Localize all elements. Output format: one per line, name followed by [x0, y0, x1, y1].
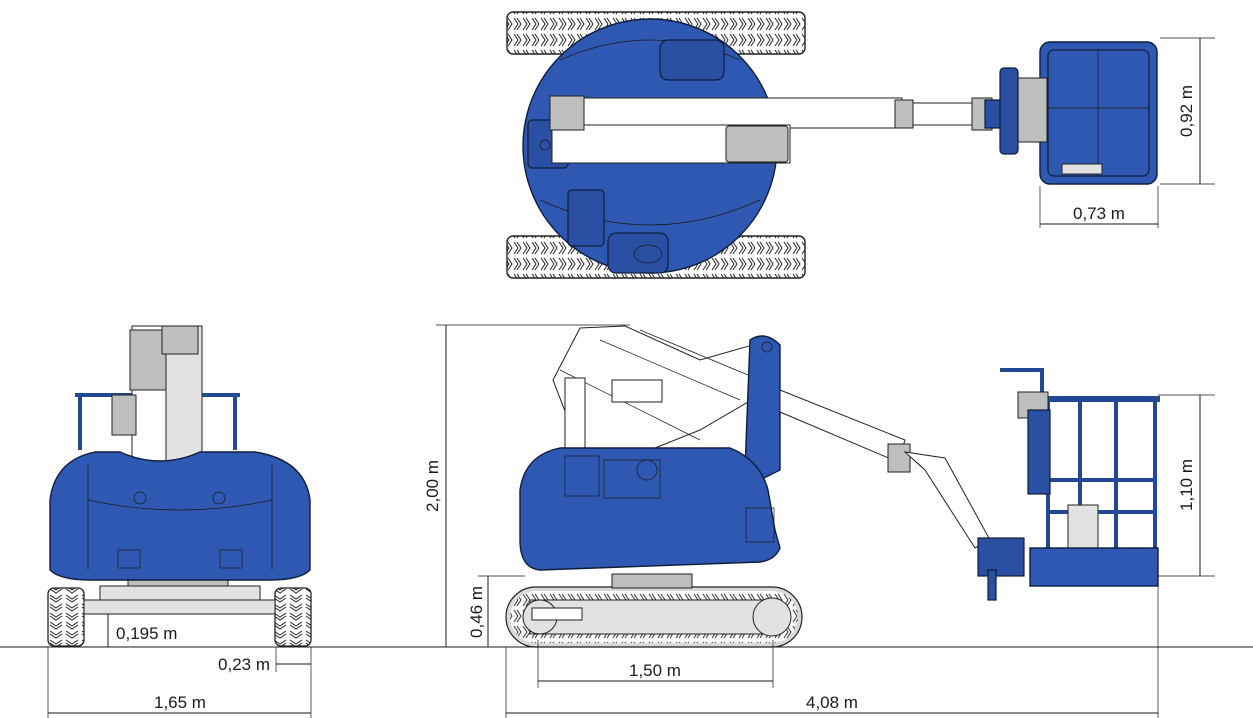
dim-track-width: 0,23 m [218, 655, 270, 674]
dim-stowed-height: 2,00 m [423, 460, 442, 512]
dimension-lines [0, 37, 1253, 718]
top-platform [1039, 41, 1158, 185]
side-body [519, 447, 781, 571]
front-body [49, 451, 311, 581]
dim-ground-clearance: 0,195 m [116, 624, 177, 643]
dim-platform-depth: 0,92 m [1177, 85, 1196, 137]
dim-track-height: 0,46 m [467, 586, 486, 638]
dim-wheelbase: 1,50 m [629, 661, 681, 680]
side-view [505, 325, 1160, 648]
top-boom-lower [551, 97, 903, 129]
side-platform-floor [1029, 547, 1159, 587]
top-view [506, 11, 1158, 279]
dim-overall-length: 4,08 m [806, 693, 858, 712]
front-view [47, 325, 312, 647]
dim-platform-height: 1,10 m [1177, 459, 1196, 511]
dim-platform-width: 0,73 m [1073, 204, 1125, 223]
dim-overall-width: 1,65 m [154, 693, 206, 712]
